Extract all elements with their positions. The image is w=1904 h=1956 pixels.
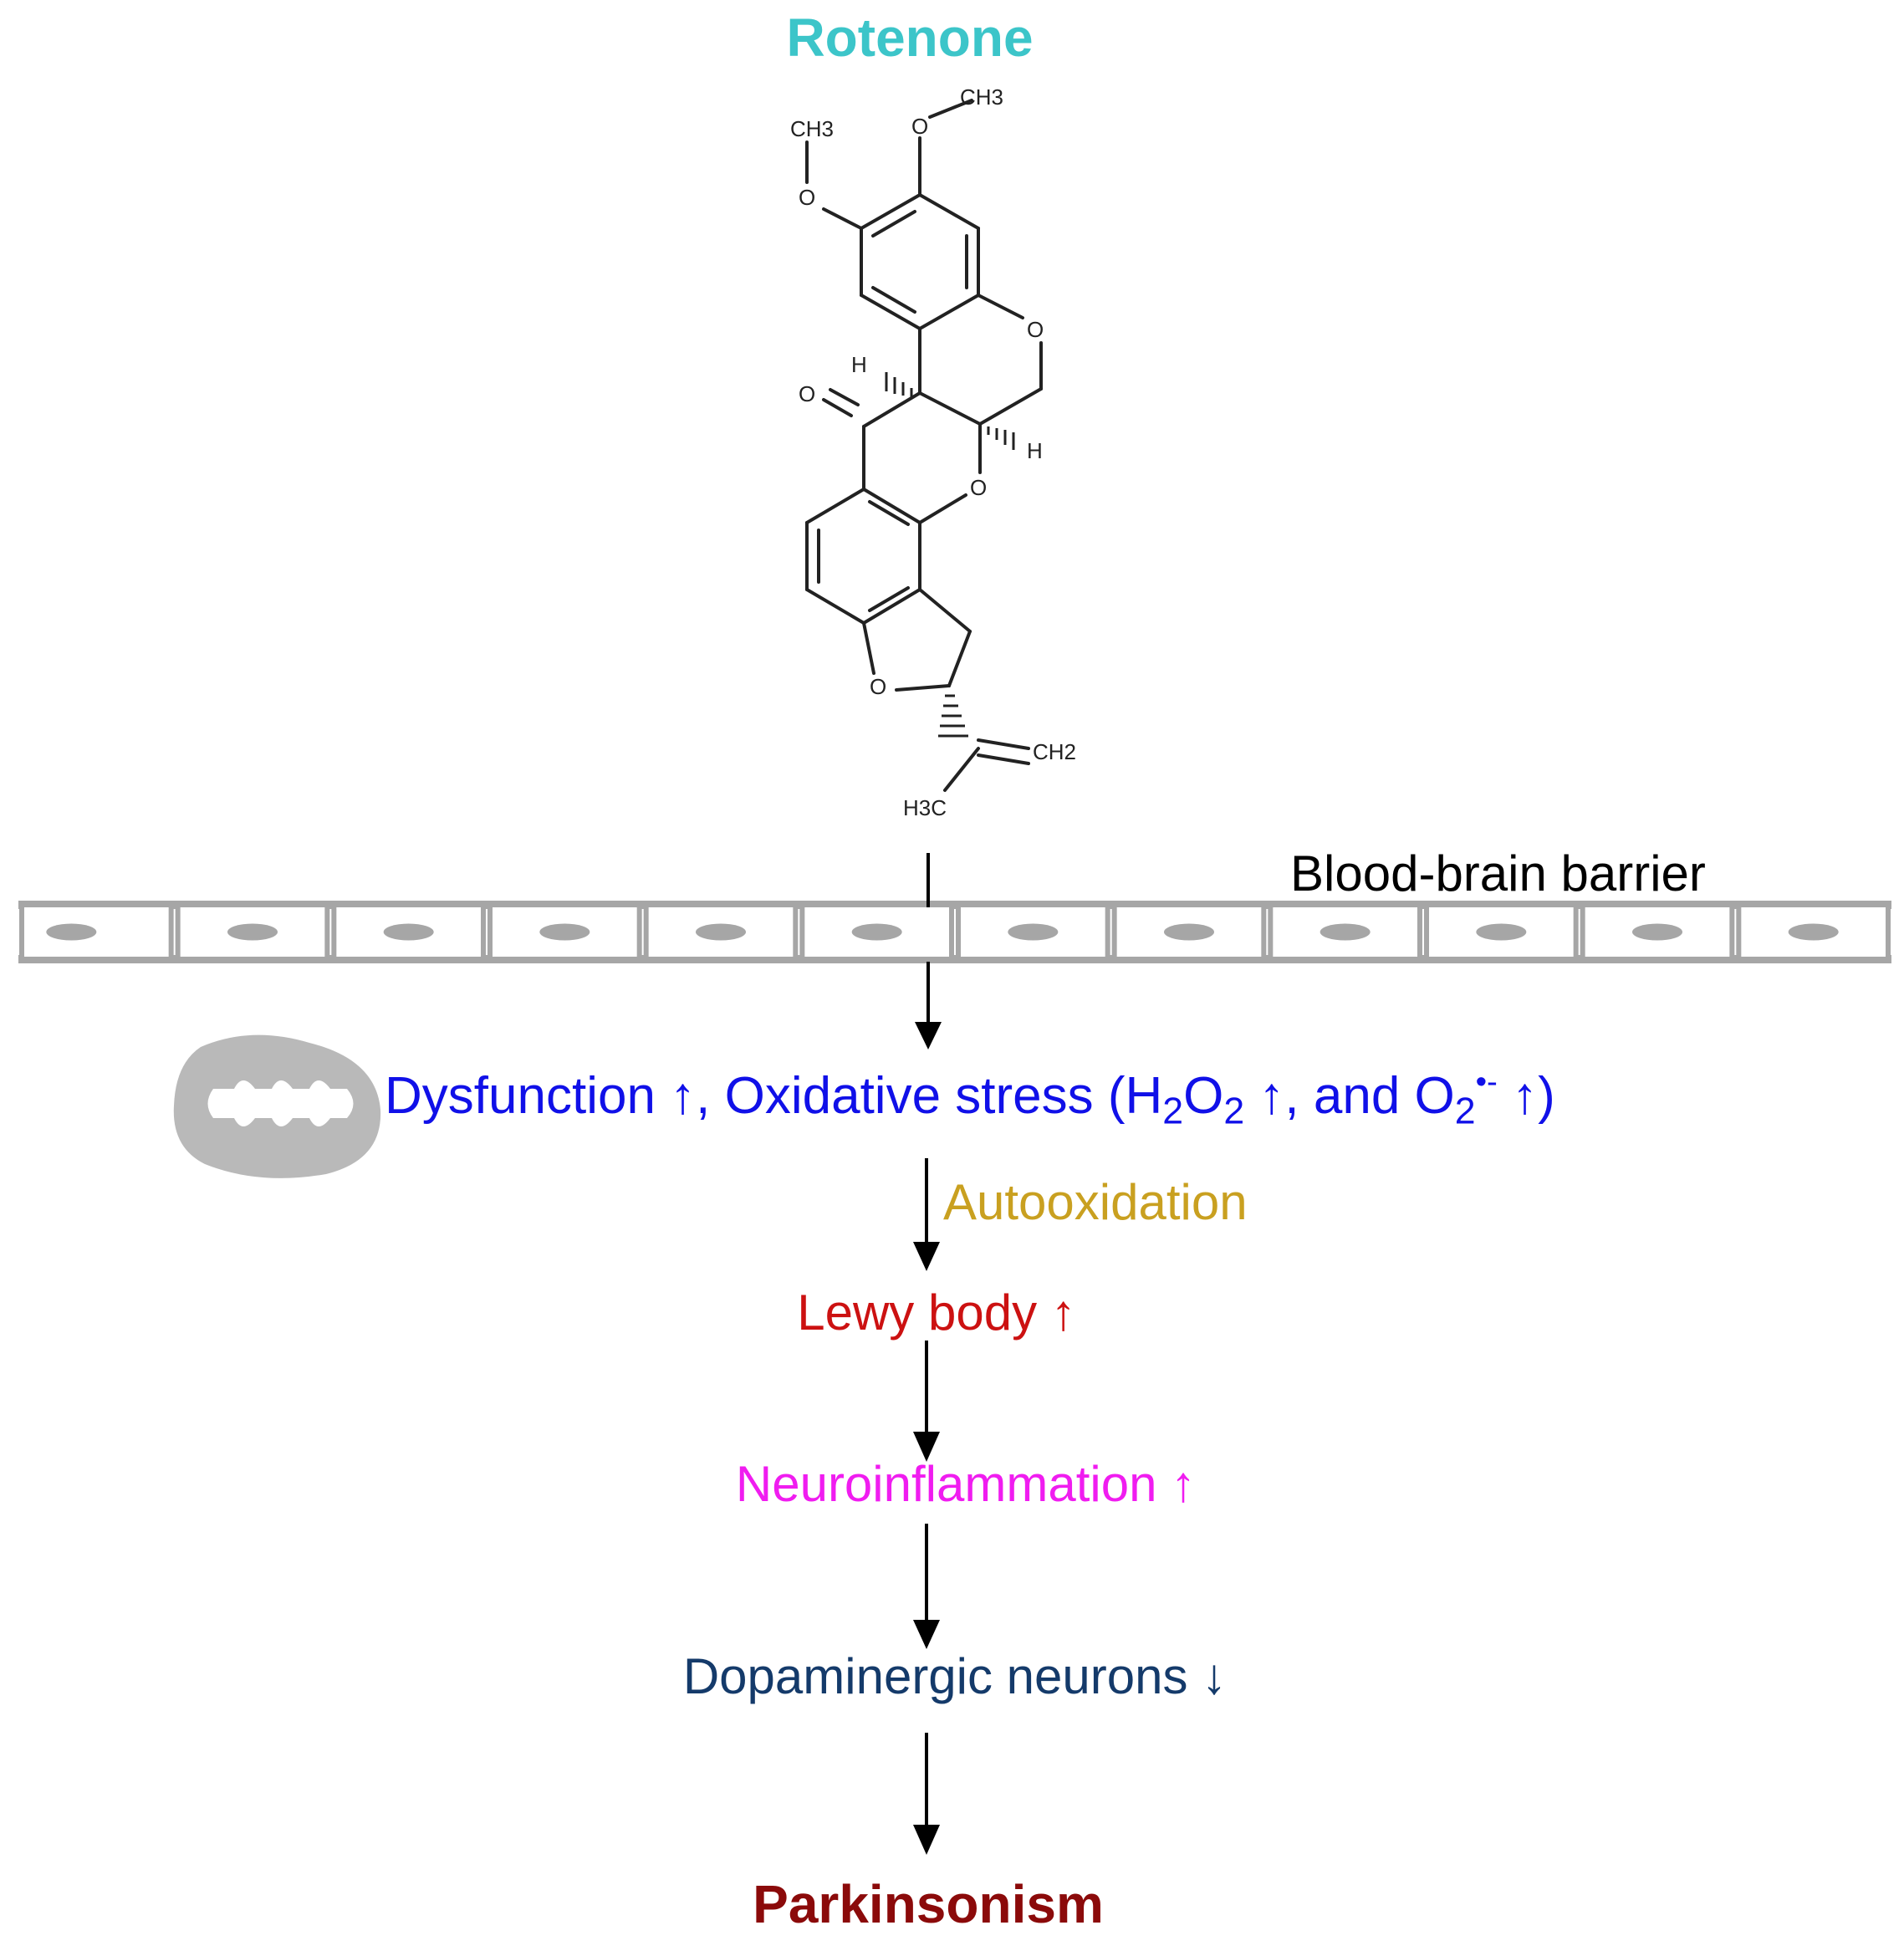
h2o2-sub-o: 2 — [1223, 1090, 1245, 1132]
outcome-parkinsonism: Parkinsonism — [753, 1874, 1104, 1934]
up-arrow-icon: ↑ — [1171, 1456, 1197, 1512]
up-arrow-icon: ↑ — [1050, 1284, 1076, 1341]
h2o2-o: O — [1183, 1066, 1224, 1125]
down-arrow-icon: ↓ — [1202, 1648, 1228, 1704]
lewy-body-text: Lewy body — [797, 1284, 1038, 1341]
barrier-cell — [1268, 902, 1423, 962]
cell-nucleus — [1164, 923, 1214, 941]
cell-nucleus — [1008, 923, 1059, 941]
cell-nucleus — [539, 923, 590, 941]
barrier-cell — [331, 902, 487, 962]
up-arrow-icon: ↑ — [1258, 1066, 1285, 1125]
barrier-cell — [799, 902, 954, 962]
mitochondrion-icon — [173, 1034, 381, 1178]
autooxidation-label: Autooxidation — [943, 1174, 1248, 1230]
up-arrow-icon: ↑ — [670, 1066, 697, 1125]
oxidative-stress-text: , Oxidative stress (H — [696, 1066, 1163, 1125]
barrier-cell — [1736, 902, 1891, 962]
rotenone-title: Rotenone — [786, 8, 1034, 68]
cell-nucleus — [46, 923, 97, 941]
barrier-cell — [956, 902, 1110, 962]
cell-nucleus — [1476, 923, 1527, 941]
cell-nucleus — [696, 923, 746, 941]
step-neuroinflammation: Neuroinflammation ↑ — [736, 1455, 1196, 1513]
step-lewy-body: Lewy body ↑ — [797, 1284, 1076, 1341]
barrier-cell — [1424, 902, 1579, 962]
barrier-cell — [487, 902, 642, 962]
up-arrow-icon: ↑ — [1512, 1066, 1539, 1125]
neuroinflammation-text: Neuroinflammation — [735, 1456, 1157, 1512]
superoxide-text: , and O — [1284, 1066, 1455, 1125]
blood-brain-barrier-label: Blood-brain barrier — [1290, 845, 1706, 901]
close-paren: ) — [1538, 1066, 1555, 1125]
cell-nucleus — [383, 923, 434, 941]
barrier-cell — [1111, 902, 1267, 962]
step-dopaminergic-neurons: Dopaminergic neurons ↓ — [683, 1647, 1227, 1705]
barrier-cell — [175, 902, 330, 962]
superoxide-sup: •- — [1475, 1064, 1498, 1100]
step-dysfunction-oxidative-stress: Dysfunction ↑, Oxidative stress (H2O2 ↑,… — [385, 1064, 1555, 1132]
cell-nucleus — [1788, 923, 1839, 941]
dysfunction-text: Dysfunction — [385, 1066, 656, 1125]
cell-nucleus — [227, 923, 278, 941]
cell-nucleus — [1320, 923, 1371, 941]
cell-nucleus — [1632, 923, 1682, 941]
barrier-cell — [19, 902, 174, 962]
dopaminergic-text: Dopaminergic neurons — [682, 1648, 1188, 1704]
barrier-cell — [643, 902, 799, 962]
barrier-cell — [1580, 902, 1735, 962]
superoxide-sub: 2 — [1454, 1090, 1476, 1132]
cell-nucleus — [851, 923, 902, 941]
h2o2-sub-h: 2 — [1162, 1090, 1184, 1132]
